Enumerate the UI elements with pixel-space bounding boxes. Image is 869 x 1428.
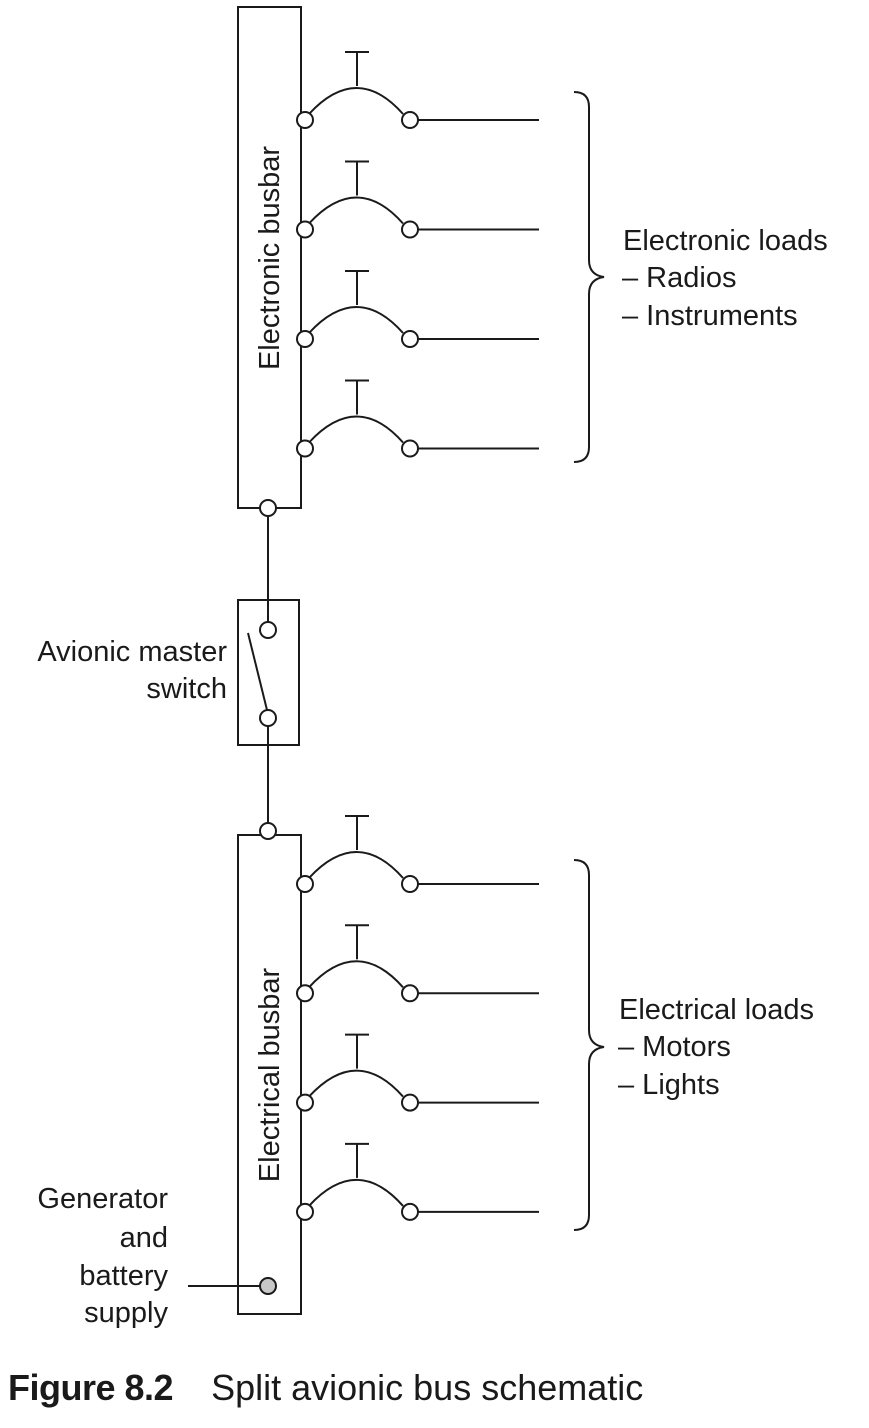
electronic-breaker bbox=[296, 51, 539, 129]
breaker-input-terminal bbox=[296, 984, 314, 1003]
breaker-input-terminal bbox=[296, 875, 314, 893]
electronic-loads-item-1: – Radios bbox=[622, 262, 736, 294]
electrical-busbar-label: Electrical busbar bbox=[254, 967, 286, 1182]
breaker-output-terminal bbox=[401, 984, 419, 1003]
breaker-input-terminal bbox=[296, 439, 314, 458]
breaker-arc bbox=[308, 196, 404, 225]
breaker-output-terminal bbox=[401, 111, 419, 129]
electronic-breaker bbox=[296, 379, 539, 458]
breaker-output-terminal bbox=[401, 439, 419, 458]
electronic-breaker bbox=[296, 270, 539, 348]
breaker-arc bbox=[308, 306, 404, 334]
breaker-output-terminal bbox=[401, 1202, 419, 1221]
electrical-loads-item-1: – Motors bbox=[618, 1031, 731, 1063]
electronic-loads-item-2: – Instruments bbox=[622, 300, 798, 332]
electronic-busbar-terminal bbox=[259, 499, 277, 517]
electrical-breaker bbox=[296, 924, 539, 1003]
master-switch-label-line-2: switch bbox=[146, 673, 227, 705]
electronic-busbar-label: Electronic busbar bbox=[254, 146, 286, 370]
breaker-input-terminal bbox=[296, 1093, 314, 1112]
electrical-breaker bbox=[296, 815, 539, 893]
breaker-output-terminal bbox=[401, 1093, 419, 1112]
supply-label-line-4: supply bbox=[84, 1297, 168, 1329]
switch-top-terminal bbox=[259, 621, 277, 639]
electrical-busbar-terminal bbox=[259, 822, 277, 840]
electrical-loads-title: Electrical loads bbox=[619, 994, 814, 1026]
master-switch-label-line-1: Avionic master bbox=[37, 636, 227, 668]
breaker-output-terminal bbox=[401, 330, 419, 348]
breaker-arc bbox=[308, 1178, 404, 1207]
supply-label-line-3: battery bbox=[79, 1260, 168, 1292]
electronic-loads-brace bbox=[573, 91, 605, 463]
electrical-loads-brace bbox=[573, 859, 605, 1231]
electrical-breakers bbox=[296, 815, 539, 1221]
electrical-breaker bbox=[296, 1033, 539, 1112]
figure-title: Split avionic bus schematic bbox=[211, 1367, 644, 1408]
figure-caption: Figure 8.2 Split avionic bus schematic bbox=[8, 1367, 643, 1409]
switch-bottom-terminal bbox=[259, 709, 277, 727]
breaker-output-terminal bbox=[401, 875, 419, 893]
breaker-arc bbox=[308, 415, 404, 444]
supply-label-line-2: and bbox=[120, 1222, 168, 1254]
figure-number: Figure 8.2 bbox=[8, 1367, 174, 1408]
breaker-arc bbox=[308, 1069, 404, 1098]
electronic-breaker bbox=[296, 160, 539, 239]
supply-terminal bbox=[259, 1277, 277, 1295]
breaker-arc bbox=[308, 851, 404, 879]
electronic-breakers bbox=[296, 51, 539, 458]
electronic-loads-title: Electronic loads bbox=[623, 225, 828, 257]
breaker-output-terminal bbox=[401, 220, 419, 239]
breaker-input-terminal bbox=[296, 220, 314, 239]
breaker-input-terminal bbox=[296, 111, 314, 129]
electrical-breaker bbox=[296, 1142, 539, 1221]
breaker-input-terminal bbox=[296, 1202, 314, 1221]
breaker-arc bbox=[308, 960, 404, 988]
breaker-arc bbox=[308, 87, 404, 115]
breaker-input-terminal bbox=[296, 330, 314, 348]
supply-label-line-1: Generator bbox=[37, 1183, 168, 1215]
electrical-loads-item-2: – Lights bbox=[618, 1069, 720, 1101]
switch-blade bbox=[247, 632, 268, 711]
